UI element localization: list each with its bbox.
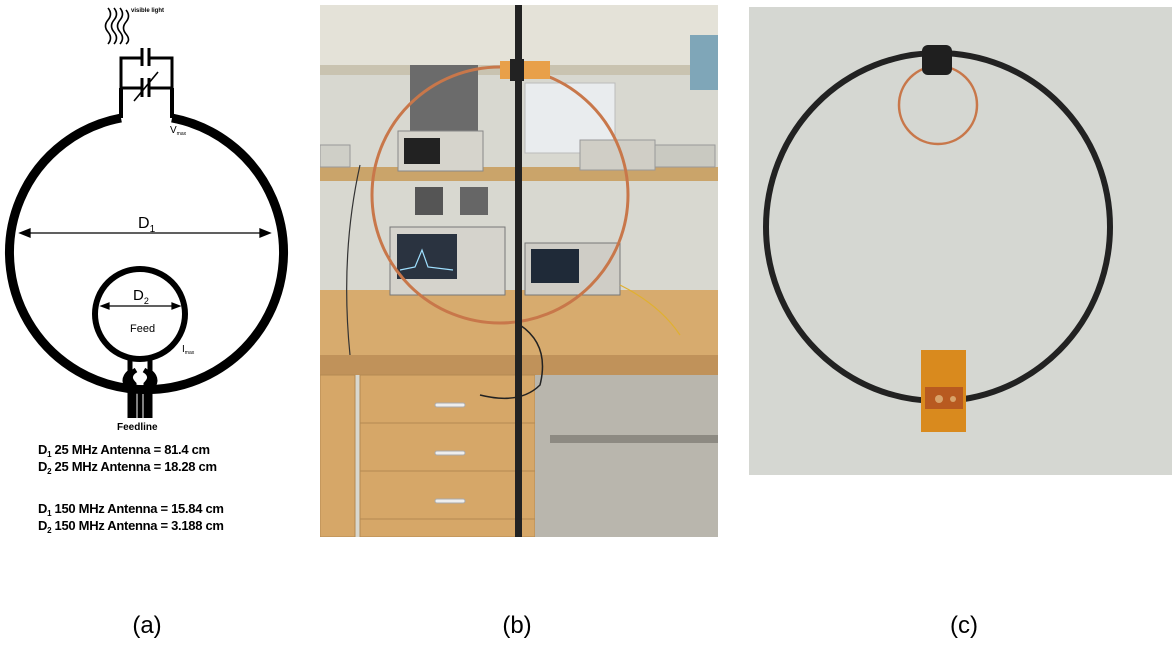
panel-a-antenna-schematic: visible light D1 Vmax D2 Feed <box>0 0 300 545</box>
d2-dimension-arrow <box>99 302 182 310</box>
capacitor-icon <box>119 48 174 118</box>
outer-loop <box>5 113 288 395</box>
imax-label: Imax <box>182 344 195 356</box>
caption-a: (a) <box>132 612 162 639</box>
panel-b-lab-photo <box>319 5 718 538</box>
caption-b: (b) <box>502 612 532 639</box>
inner-feed-loop <box>92 266 188 362</box>
support-pole <box>515 5 522 537</box>
loop-clamp <box>500 61 550 79</box>
panel-c-loop-photo <box>749 7 1172 475</box>
top-connector <box>922 45 952 75</box>
spec-line-3: D1 150 MHz Antenna = 15.84 cm <box>38 501 224 518</box>
light-wave-icon <box>104 7 130 45</box>
d2-label: D2 <box>133 287 149 306</box>
d1-dimension-arrow <box>18 228 272 238</box>
spec-line-1: D1 25 MHz Antenna = 81.4 cm <box>38 442 210 459</box>
d1-label: D1 <box>138 215 156 235</box>
vmax-label: Vmax <box>170 125 187 137</box>
spec-line-4: D2 150 MHz Antenna = 3.188 cm <box>38 518 224 535</box>
spec-line-2: D2 25 MHz Antenna = 18.28 cm <box>38 459 217 476</box>
feedline-label: Feedline <box>117 422 158 433</box>
feedline-leads <box>122 357 158 418</box>
caption-c: (c) <box>950 612 978 639</box>
feed-label: Feed <box>130 323 155 335</box>
light-label: visible light <box>131 8 164 14</box>
desk-drawers <box>319 374 536 538</box>
